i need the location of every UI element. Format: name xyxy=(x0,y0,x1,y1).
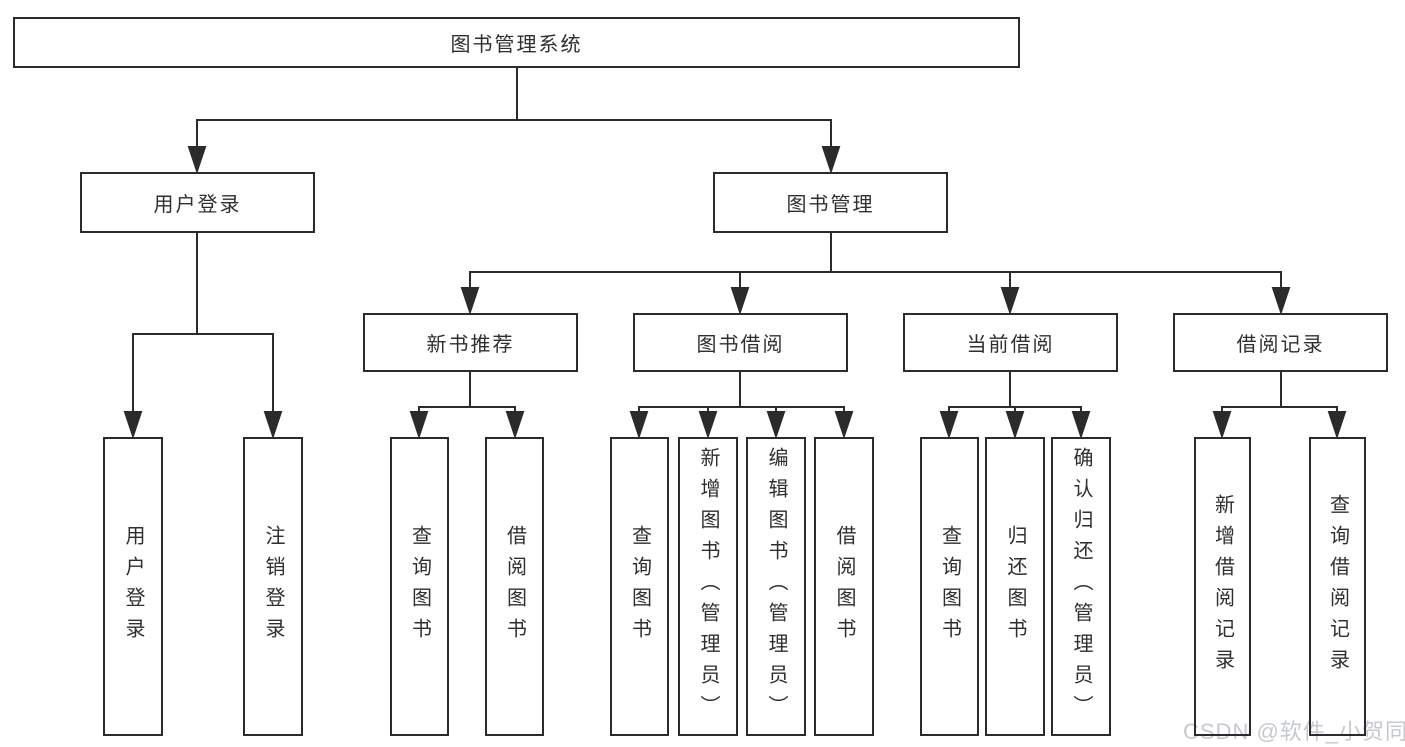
node-label: 用户登录 xyxy=(153,194,242,216)
leaf-query-books-current: 查询图书 xyxy=(920,437,979,736)
arrowhead-icon xyxy=(1005,411,1025,440)
connector-book-borrow-children xyxy=(629,372,854,440)
node-book-management: 图书管理 xyxy=(713,172,948,233)
leaf-borrow-books-recommend: 借阅图书 xyxy=(485,437,544,736)
leaf-add-book-admin: 新增图书（管理员） xyxy=(678,437,738,736)
leaf-edit-book-admin: 编辑图书（管理员） xyxy=(746,437,806,736)
arrowhead-icon xyxy=(505,411,525,440)
arrowhead-icon xyxy=(834,411,854,440)
node-label: 图书管理 xyxy=(786,194,875,216)
arrowhead-icon xyxy=(1327,411,1347,440)
arrowhead-icon xyxy=(1271,287,1291,316)
leaf-confirm-return-admin: 确认归还（管理员） xyxy=(1051,437,1111,736)
arrowhead-icon xyxy=(766,411,786,440)
arrowhead-icon xyxy=(409,411,429,440)
arrowhead-icon xyxy=(1212,411,1232,440)
node-label: 借阅图书 xyxy=(833,524,855,649)
leaf-add-borrow-record: 新增借阅记录 xyxy=(1194,437,1251,736)
node-label: 归还图书 xyxy=(1004,524,1026,649)
node-label: 当前借阅 xyxy=(966,334,1055,356)
node-label: 注销登录 xyxy=(262,524,284,649)
connector-current-borrow-children xyxy=(939,372,1091,440)
node-label: 编辑图书（管理员） xyxy=(765,447,787,726)
node-library-management-system: 图书管理系统 xyxy=(13,17,1020,68)
node-label: 查询图书 xyxy=(628,524,651,649)
arrowhead-icon xyxy=(187,146,207,175)
leaf-query-borrow-record: 查询借阅记录 xyxy=(1309,437,1366,736)
node-label: 查询图书 xyxy=(408,524,431,649)
node-book-borrowing: 图书借阅 xyxy=(633,313,848,372)
leaf-query-books-recommend: 查询图书 xyxy=(390,437,449,736)
node-label: 查询图书 xyxy=(938,524,961,649)
node-current-borrowing: 当前借阅 xyxy=(903,313,1118,372)
leaf-user-login: 用户登录 xyxy=(103,437,163,736)
node-user-login: 用户登录 xyxy=(80,172,315,233)
arrowhead-icon xyxy=(1000,287,1020,316)
node-label: 用户登录 xyxy=(122,524,144,649)
node-label: 确认归还（管理员） xyxy=(1070,447,1092,726)
node-label: 新书推荐 xyxy=(426,334,515,356)
arrowhead-icon xyxy=(460,287,480,316)
connector-book-mgmt-to-level3 xyxy=(460,233,1291,316)
arrowhead-icon xyxy=(123,411,143,440)
node-label: 图书借阅 xyxy=(696,334,785,356)
arrowhead-icon xyxy=(629,411,649,440)
csdn-watermark: CSDN @软件_小贺同学 xyxy=(1183,719,1405,744)
arrowhead-icon xyxy=(263,411,283,440)
node-label: 新增图书（管理员） xyxy=(697,447,719,726)
leaf-query-books-borrow: 查询图书 xyxy=(610,437,669,736)
node-label: 借阅图书 xyxy=(503,524,526,649)
arrowhead-icon xyxy=(730,287,750,316)
leaf-logout: 注销登录 xyxy=(243,437,303,736)
arrowhead-icon xyxy=(939,411,959,440)
node-label: 新增借阅记录 xyxy=(1211,493,1234,680)
connector-borrow-records-children xyxy=(1212,372,1347,440)
arrowhead-icon xyxy=(1071,411,1091,440)
arrowhead-icon xyxy=(698,411,718,440)
node-new-book-recommend: 新书推荐 xyxy=(363,313,578,372)
connector-new-book-children xyxy=(409,372,525,440)
node-label: 图书管理系统 xyxy=(450,34,583,56)
node-label: 查询借阅记录 xyxy=(1326,493,1349,680)
connector-user-login-children xyxy=(123,233,283,440)
node-label: 借阅记录 xyxy=(1236,334,1325,356)
arrowhead-icon xyxy=(821,146,841,175)
connector-root-to-level2 xyxy=(187,68,841,175)
leaf-return-book: 归还图书 xyxy=(985,437,1045,736)
leaf-borrow-books: 借阅图书 xyxy=(814,437,874,736)
node-borrowing-records: 借阅记录 xyxy=(1173,313,1388,372)
